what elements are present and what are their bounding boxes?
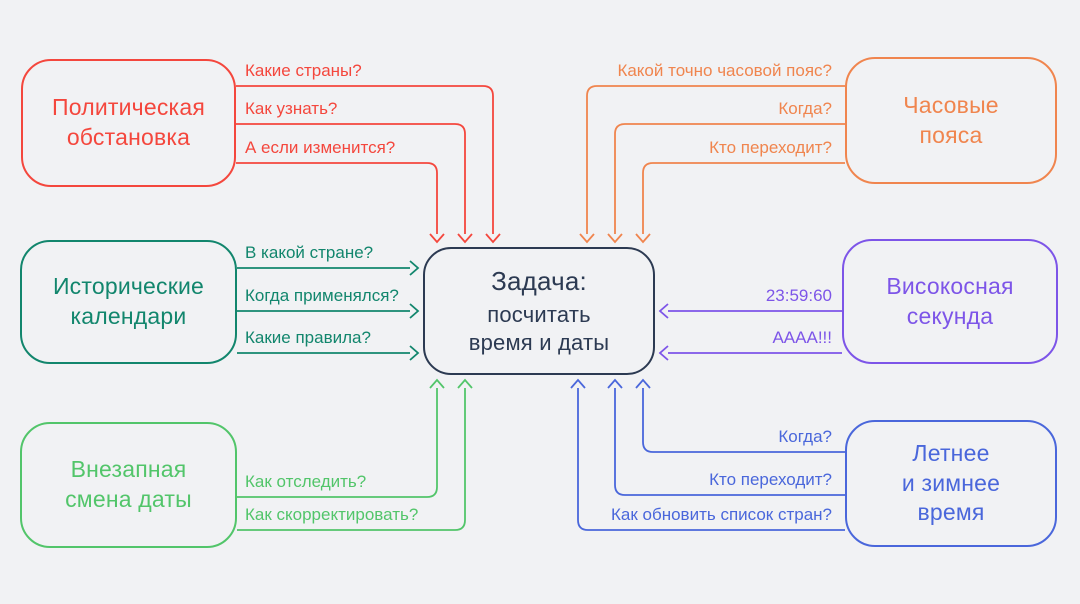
edge-label: Когда? bbox=[778, 427, 832, 446]
node-time-zones: Часовые пояса bbox=[845, 57, 1057, 184]
arrow-down-icon bbox=[429, 233, 445, 244]
node-title-line: Политическая bbox=[52, 94, 205, 121]
node-title-line: Исторические bbox=[52, 273, 205, 300]
connector-line bbox=[642, 162, 845, 234]
arrow-left-icon bbox=[658, 345, 669, 361]
node-task-center: Задача: посчитать время и даты bbox=[423, 247, 655, 375]
edge-label: А если изменится? bbox=[245, 138, 396, 157]
edge-label: Какие страны? bbox=[245, 61, 362, 80]
node-political-situation: Политическая обстановка bbox=[21, 59, 236, 187]
node-summer-winter-time: Летнее и зимнее время bbox=[845, 420, 1057, 547]
arrow-left-icon bbox=[658, 303, 669, 319]
edge-label: Когда? bbox=[778, 99, 832, 118]
node-sudden-date-change: Внезапная смена даты bbox=[20, 422, 237, 548]
node-title-line: календари bbox=[70, 303, 187, 329]
edge-label: Кто переходит? bbox=[709, 470, 832, 489]
edge-label: Как обновить список стран? bbox=[611, 505, 832, 524]
node-title-line: смена даты bbox=[65, 486, 192, 512]
node-title-line: Високосная bbox=[886, 272, 1014, 299]
edge-label: Как скорректировать? bbox=[245, 505, 419, 524]
node-historical-calendars: Исторические календари bbox=[20, 240, 237, 364]
node-title-line: пояса bbox=[919, 121, 983, 148]
edge-label: Какие правила? bbox=[245, 328, 371, 347]
edge-label: Как узнать? bbox=[245, 99, 338, 118]
edge-label: Как отследить? bbox=[245, 472, 367, 491]
edge-label: 23:59:60 bbox=[765, 286, 832, 305]
connector-line bbox=[236, 162, 438, 234]
edge-label: Кто переходит? bbox=[709, 138, 832, 157]
arrow-down-icon bbox=[607, 233, 623, 244]
arrow-up-icon bbox=[635, 378, 651, 389]
arrow-up-icon bbox=[607, 378, 623, 389]
arrow-right-icon bbox=[409, 260, 420, 276]
arrow-down-icon bbox=[457, 233, 473, 244]
node-title-line: Летнее bbox=[912, 439, 990, 466]
node-title-line: время bbox=[917, 499, 985, 526]
edge-label: Какой точно часовой пояс? bbox=[617, 61, 832, 80]
task-title: Задача: bbox=[491, 265, 587, 296]
task-subtitle-line: время и даты bbox=[468, 329, 610, 355]
arrow-up-icon bbox=[570, 378, 586, 389]
edge-label: АААА!!! bbox=[772, 328, 832, 347]
node-title-line: и зимнее bbox=[901, 469, 1001, 496]
node-title-line: Внезапная bbox=[70, 456, 187, 483]
edge-label: В какой стране? bbox=[245, 243, 374, 262]
node-title-line: секунда bbox=[906, 302, 994, 329]
arrow-right-icon bbox=[409, 345, 420, 361]
edge-label: Когда применялся? bbox=[245, 286, 399, 305]
arrow-down-icon bbox=[635, 233, 651, 244]
node-title-line: обстановка bbox=[66, 124, 191, 150]
node-leap-second: Високосная секунда bbox=[842, 239, 1058, 364]
arrow-right-icon bbox=[409, 303, 420, 319]
arrow-down-icon bbox=[579, 233, 595, 244]
task-subtitle-line: посчитать bbox=[487, 302, 591, 328]
arrow-up-icon bbox=[429, 378, 445, 389]
arrow-down-icon bbox=[485, 233, 501, 244]
arrow-up-icon bbox=[457, 378, 473, 389]
node-title-line: Часовые bbox=[903, 91, 999, 118]
